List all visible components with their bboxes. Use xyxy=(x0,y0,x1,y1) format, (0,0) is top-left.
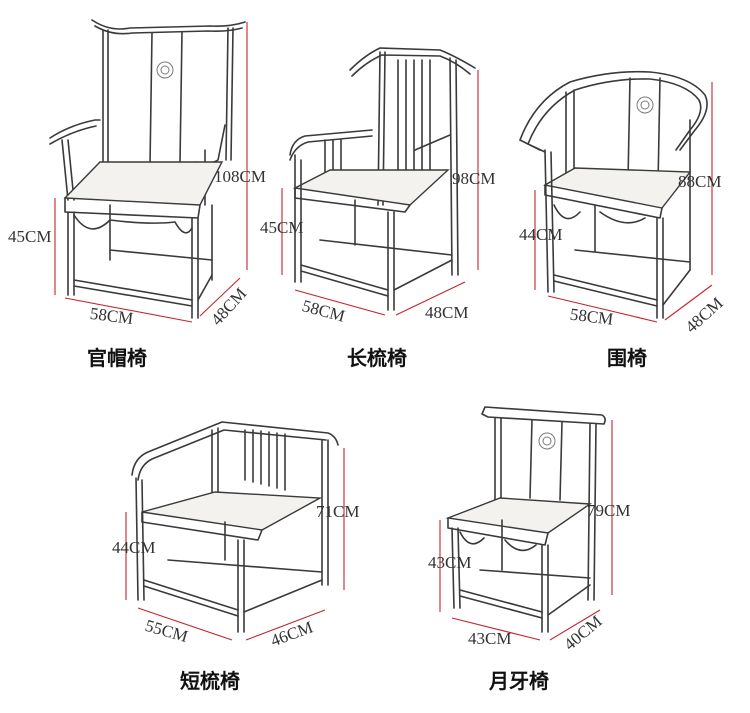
chair-yueya: 43CM 79CM 43CM 40CM 月牙椅 xyxy=(428,406,630,693)
chair-guanmao-seat-height: 45CM xyxy=(8,227,51,246)
chair-duanshu-drawing xyxy=(131,421,339,633)
chair-yueya-width-dim-line xyxy=(451,617,541,641)
chair-changshu: 45CM 98CM 58CM 48CM 长梳椅 xyxy=(260,47,495,370)
chair-yueya-depth-dim-line xyxy=(549,609,601,641)
chair-changshu-name: 长梳椅 xyxy=(347,346,407,370)
chair-duanshu-width-dim-line xyxy=(137,607,233,641)
chair-guanmao-depth: 48CM xyxy=(207,284,250,329)
chair-duanshu-total-height: 71CM xyxy=(316,502,359,521)
chair-yueya-depth: 40CM xyxy=(560,612,606,654)
chair-weiyi-total-height: 88CM xyxy=(678,172,721,191)
chair-duanshu: 44CM 71CM 55CM 46CM 短梳椅 xyxy=(112,421,359,693)
chair-weiyi-seat-height: 44CM xyxy=(519,225,562,244)
chair-weiyi-width-dim-line xyxy=(547,295,658,323)
chair-duanshu-name: 短梳椅 xyxy=(180,669,240,693)
chair-guanmao: 45CM 108CM 58CM 48CM 官帽椅 xyxy=(8,19,266,370)
chair-yueya-drawing xyxy=(445,406,606,633)
chair-changshu-width-dim-line xyxy=(294,289,386,316)
chair-changshu-width: 58CM xyxy=(300,296,347,326)
chair-duanshu-width: 55CM xyxy=(143,616,190,646)
chair-changshu-depth: 48CM xyxy=(425,303,468,322)
chair-yueya-width: 43CM xyxy=(468,629,511,648)
chair-guanmao-total-height: 108CM xyxy=(214,167,266,186)
chair-duanshu-seat-height: 44CM xyxy=(112,538,155,557)
chair-guanmao-name: 官帽椅 xyxy=(87,346,147,370)
chair-yueya-seat-height: 43CM xyxy=(428,553,471,572)
chair-guanmao-width-dim-line xyxy=(64,297,193,323)
chair-weiyi-drawing xyxy=(519,70,708,319)
chair-duanshu-depth-dim-line xyxy=(245,609,326,641)
chair-weiyi-width: 58CM xyxy=(569,305,614,329)
chair-yueya-total-height: 79CM xyxy=(587,501,630,520)
chair-guanmao-depth-dim-line xyxy=(199,277,241,317)
chair-weiyi-depth: 48CM xyxy=(682,293,727,336)
chair-weiyi-depth-dim-line xyxy=(664,284,713,321)
chair-changshu-depth-dim-line xyxy=(395,281,466,316)
chair-changshu-seat-height: 45CM xyxy=(260,218,303,237)
chair-guanmao-width: 58CM xyxy=(89,304,134,328)
chair-changshu-total-height: 98CM xyxy=(452,169,495,188)
chair-weiyi-name: 围椅 xyxy=(607,346,647,370)
chair-changshu-drawing xyxy=(289,47,476,311)
chair-weiyi: 44CM 88CM 58CM 48CM 围椅 xyxy=(519,70,727,370)
chair-yueya-name: 月牙椅 xyxy=(488,669,549,693)
chair-guanmao-drawing xyxy=(49,19,246,319)
